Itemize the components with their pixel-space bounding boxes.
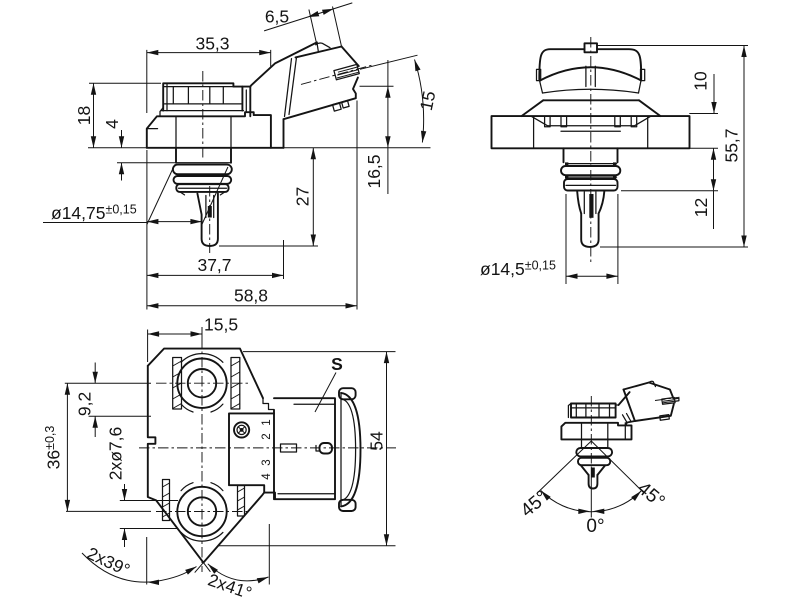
svg-text:4: 4 xyxy=(102,119,122,129)
svg-text:1: 1 xyxy=(261,419,273,425)
svg-text:18: 18 xyxy=(74,106,94,125)
svg-text:10: 10 xyxy=(691,71,711,91)
svg-text:35,3: 35,3 xyxy=(195,34,229,54)
svg-text:54: 54 xyxy=(367,431,387,451)
svg-text:55,7: 55,7 xyxy=(722,128,742,162)
svg-text:2xø7,6: 2xø7,6 xyxy=(105,427,125,481)
svg-text:9,2: 9,2 xyxy=(74,392,94,416)
svg-text:15: 15 xyxy=(416,89,440,112)
svg-text:S: S xyxy=(331,354,343,374)
svg-text:16,5: 16,5 xyxy=(364,154,384,188)
svg-text:6,5: 6,5 xyxy=(265,7,289,27)
svg-text:4: 4 xyxy=(261,473,273,480)
svg-text:58,8: 58,8 xyxy=(234,286,268,306)
svg-text:12: 12 xyxy=(691,198,711,217)
svg-text:27: 27 xyxy=(293,187,313,206)
svg-text:2: 2 xyxy=(261,433,273,439)
svg-text:3: 3 xyxy=(261,459,273,465)
svg-text:0°: 0° xyxy=(586,516,604,537)
svg-text:15,5: 15,5 xyxy=(204,315,238,335)
svg-text:37,7: 37,7 xyxy=(197,255,231,275)
